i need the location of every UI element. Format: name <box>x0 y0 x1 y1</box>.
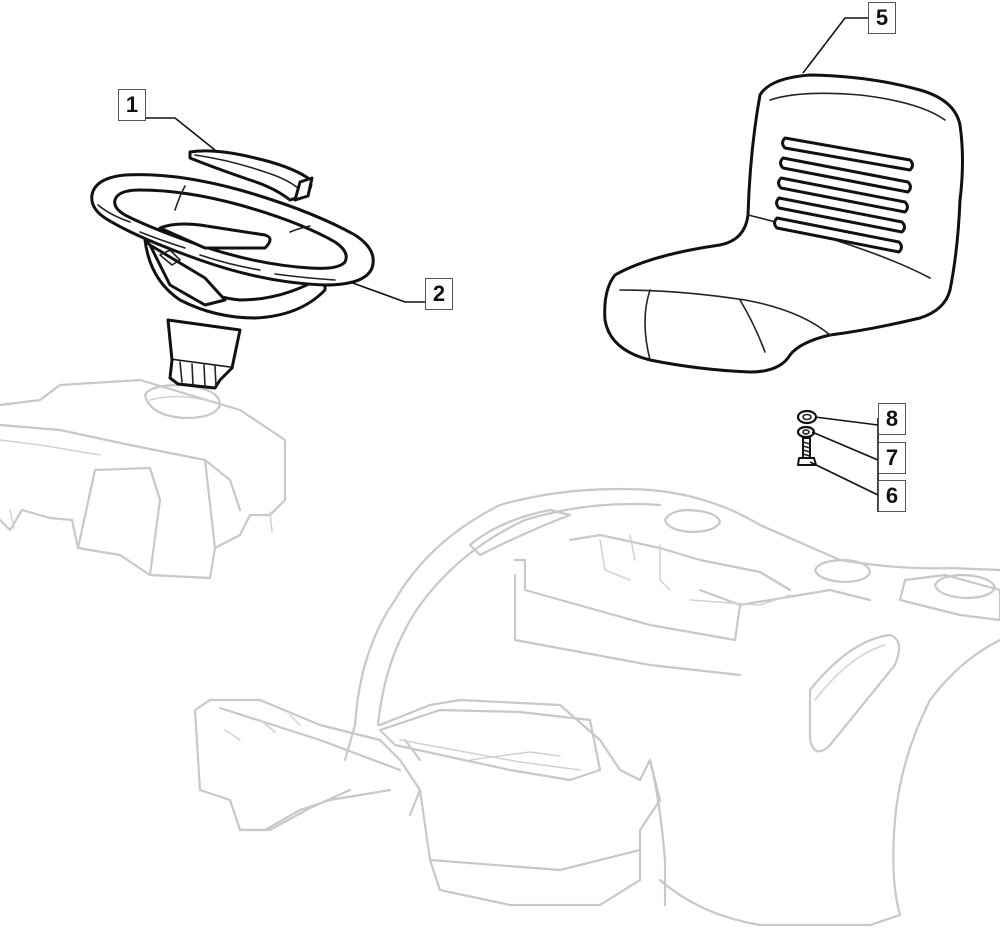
leader-5 <box>802 17 868 74</box>
steering-wheel[interactable] <box>90 173 375 390</box>
steering-wheel-cap[interactable] <box>188 149 314 202</box>
callout-5: 5 <box>868 2 896 34</box>
leader-2 <box>349 281 425 303</box>
washer[interactable] <box>796 425 816 439</box>
nut[interactable] <box>796 409 818 425</box>
callout-7: 7 <box>878 442 906 474</box>
leader-6 <box>809 461 879 496</box>
dashboard-cover-ghost <box>0 378 287 580</box>
callout-6: 6 <box>878 480 906 512</box>
leader-7 <box>811 431 879 461</box>
callout-1: 1 <box>118 89 146 121</box>
leader-8 <box>814 416 879 426</box>
bolt[interactable] <box>797 437 817 466</box>
callout-8: 8 <box>878 403 906 435</box>
seat[interactable] <box>603 73 964 374</box>
leader-1 <box>146 117 216 151</box>
fender-body-ghost <box>193 487 1000 927</box>
callout-2: 2 <box>425 278 453 310</box>
